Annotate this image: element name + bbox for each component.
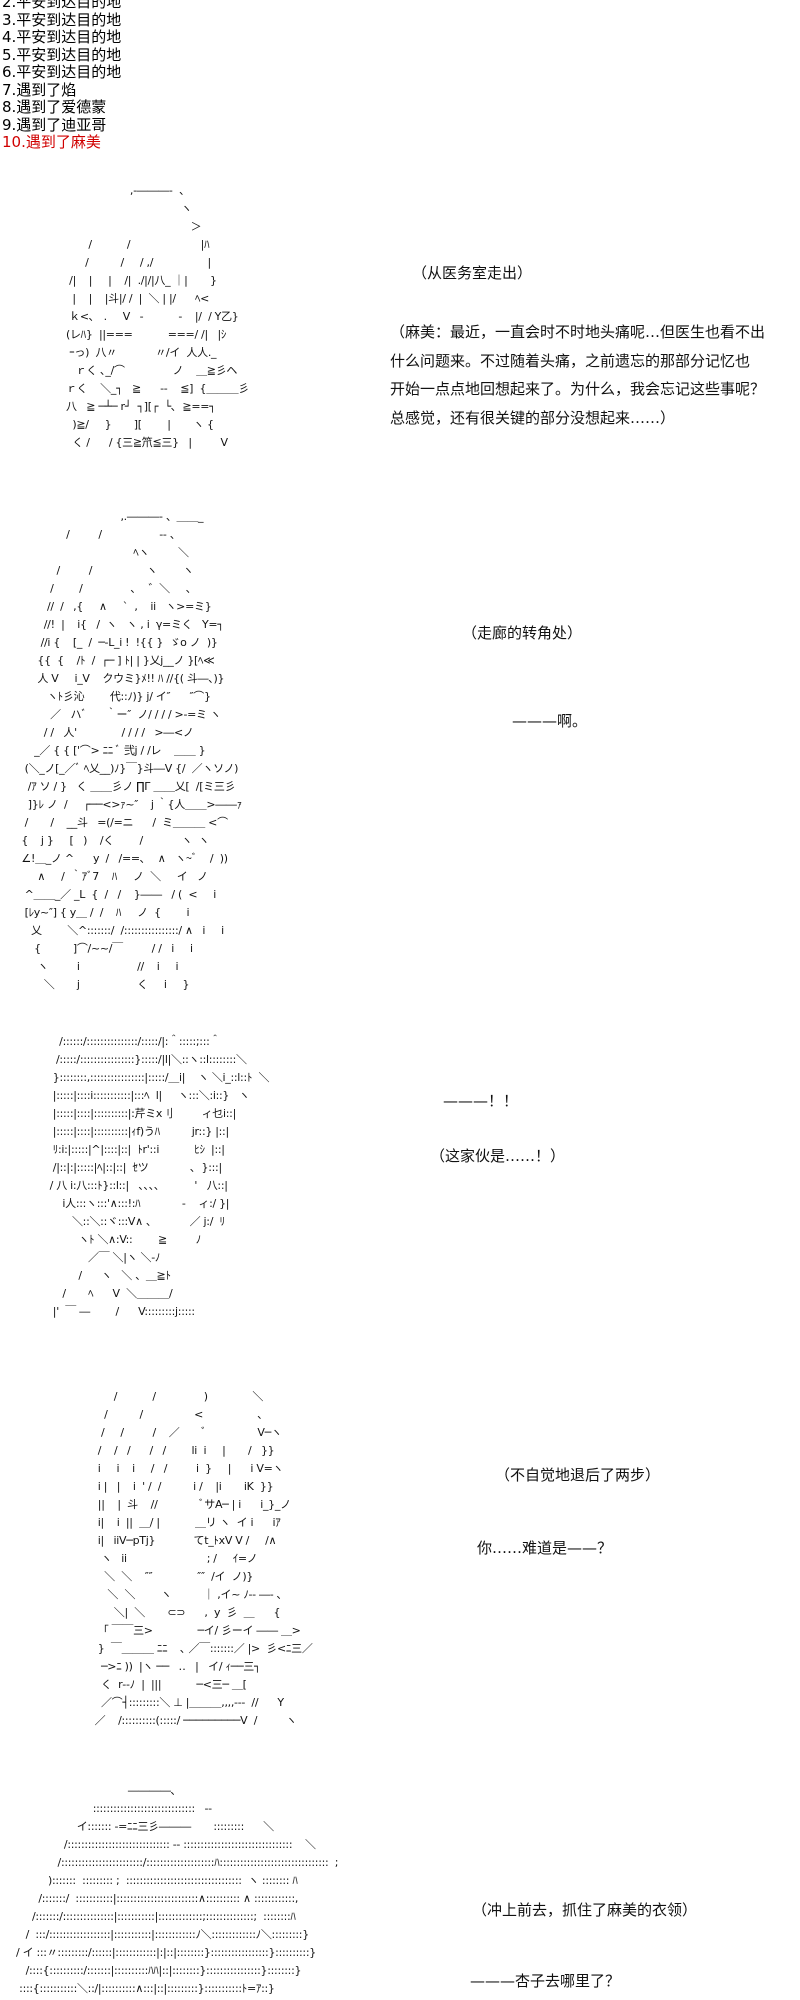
caption-corridor-corner: （走廊的转角处） — [462, 624, 583, 642]
dialogue-this-guy: （这家伙是……！） — [430, 1147, 566, 1165]
chapter-item: 9.遇到了迪亚哥 — [2, 115, 107, 134]
dialogue-could-it-be: 你……难道是——？ — [477, 1539, 613, 1557]
chapter-item: 5.平安到达目的地 — [2, 45, 122, 64]
chapter-item-current: 10.遇到了麻美 — [2, 133, 101, 151]
caption-step-back: （不自觉地退后了两步） — [495, 1466, 661, 1484]
ascii-art-character-4: / / ) ＼ / / < ､ / / / ／ ﾞ V─ヽ / / / / / … — [94, 1390, 313, 1727]
ascii-art-mami-2: ,.―――- 、＿＿_ / / ‐- 、 ﾍヽ ＼ / / ヽ ヽ / / — [21, 510, 242, 991]
ascii-art-character-3: /::::::/:::::::::::::::/:::::/|:＾:::::;:… — [49, 1035, 270, 1318]
chapter-item: 3.平安到达目的地 — [2, 10, 122, 29]
chapter-item: 2.平安到达目的地 — [2, 0, 122, 11]
dialogue-exclaim: ———！！ — [443, 1092, 519, 1110]
chapter-item: 7.遇到了焰 — [2, 80, 77, 99]
dialogue-ah: ———啊。 — [512, 712, 588, 730]
dialogue-where-kyoko: ———杏子去哪里了？ — [470, 1972, 621, 1990]
chapter-list: 2.平安到达目的地 3.平安到达目的地 4.平安到达目的地 5.平安到达目的地 … — [2, 0, 121, 152]
caption-grab-collar: （冲上前去，抓住了麻美的衣领） — [472, 1901, 698, 1919]
ascii-art-character-5: ――――､ :::::::::::::::::::::::::::::: ‐‐ … — [15, 1784, 339, 1995]
chapter-item: 4.平安到达目的地 — [2, 28, 122, 46]
chapter-item: 8.遇到了爱德蒙 — [2, 98, 107, 116]
ascii-art-mami-1: ,-―――- 、 ヽ ＞ / / |ﾊ / / / ,/ | — [65, 184, 250, 449]
caption-leaving-infirmary: （从医务室走出） — [412, 264, 533, 282]
chapter-item: 6.平安到达目的地 — [2, 63, 122, 81]
mami-monologue: （麻美：最近，一直会时不时地头痛呢…但医生也看不出 什么问题来。不过随着头痛，之… — [390, 323, 766, 427]
